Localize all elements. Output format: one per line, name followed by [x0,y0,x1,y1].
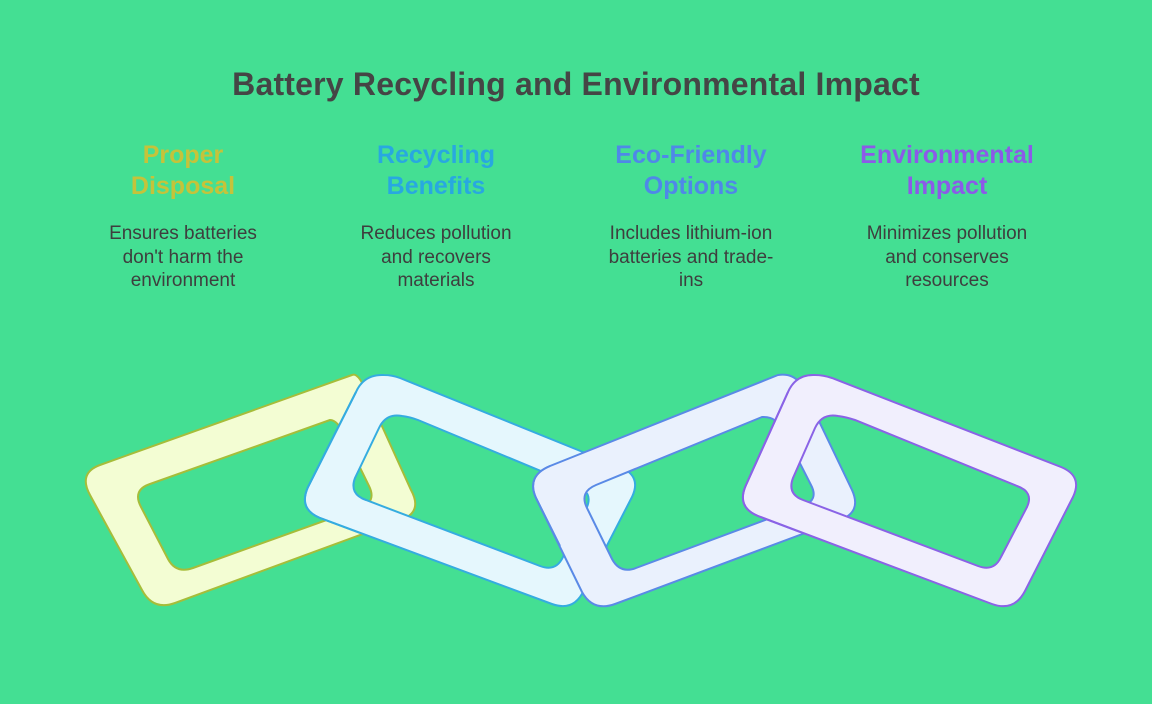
column-eco-friendly-options: Eco-Friendly Options Includes lithium-io… [576,140,806,293]
column-heading: Environmental Impact [832,140,1062,202]
description-line: Minimizes pollution [866,223,1028,244]
chain-link-shape [304,373,636,608]
description-line: and conserves [885,246,1009,268]
column-heading: Eco-Friendly Options [576,140,806,202]
heading-line: Recycling [376,141,496,169]
description-line: resources [905,270,989,291]
description-line: ins [678,270,704,291]
column-recycling-benefits: Recycling Benefits Reduces pollution and… [321,140,551,293]
description-line: Includes lithium-ion [609,223,773,244]
description-line: Reduces pollution [360,223,512,244]
description-line: don't harm the [122,246,244,268]
heading-line: Eco-Friendly [615,141,767,169]
chain-link-environmental-impact [742,373,1077,608]
column-description: Reduces pollution and recovers materials [321,222,551,293]
heading-line: Environmental [860,141,1034,169]
heading-line: Impact [906,172,988,200]
heading-line: Options [643,172,739,200]
heading-line: Disposal [130,172,236,200]
chain-overlap-stroke [304,391,361,534]
chain-link-shape [742,373,1077,608]
description-line: materials [397,270,475,291]
description-line: batteries and trade- [608,246,774,268]
column-description: Ensures batteries don't harm the environ… [68,222,298,293]
column-heading: Proper Disposal [68,140,298,202]
diagram-title: Battery Recycling and Environmental Impa… [232,66,920,102]
column-environmental-impact: Environmental Impact Minimizes pollution… [832,140,1062,293]
column-description: Minimizes pollution and conserves resour… [832,222,1062,293]
description-line: and recovers [381,246,491,268]
description-line: environment [130,270,236,291]
heading-line: Benefits [386,172,486,200]
column-proper-disposal: Proper Disposal Ensures batteries don't … [68,140,298,293]
chain-overlap-stroke [532,465,561,547]
chain-link-recycling-benefits [304,373,636,608]
heading-line: Proper [142,141,224,169]
column-description: Includes lithium-ion batteries and trade… [576,222,806,293]
description-line: Ensures batteries [109,223,257,244]
chain-overlap-stroke [742,391,801,533]
column-heading: Recycling Benefits [321,140,551,202]
